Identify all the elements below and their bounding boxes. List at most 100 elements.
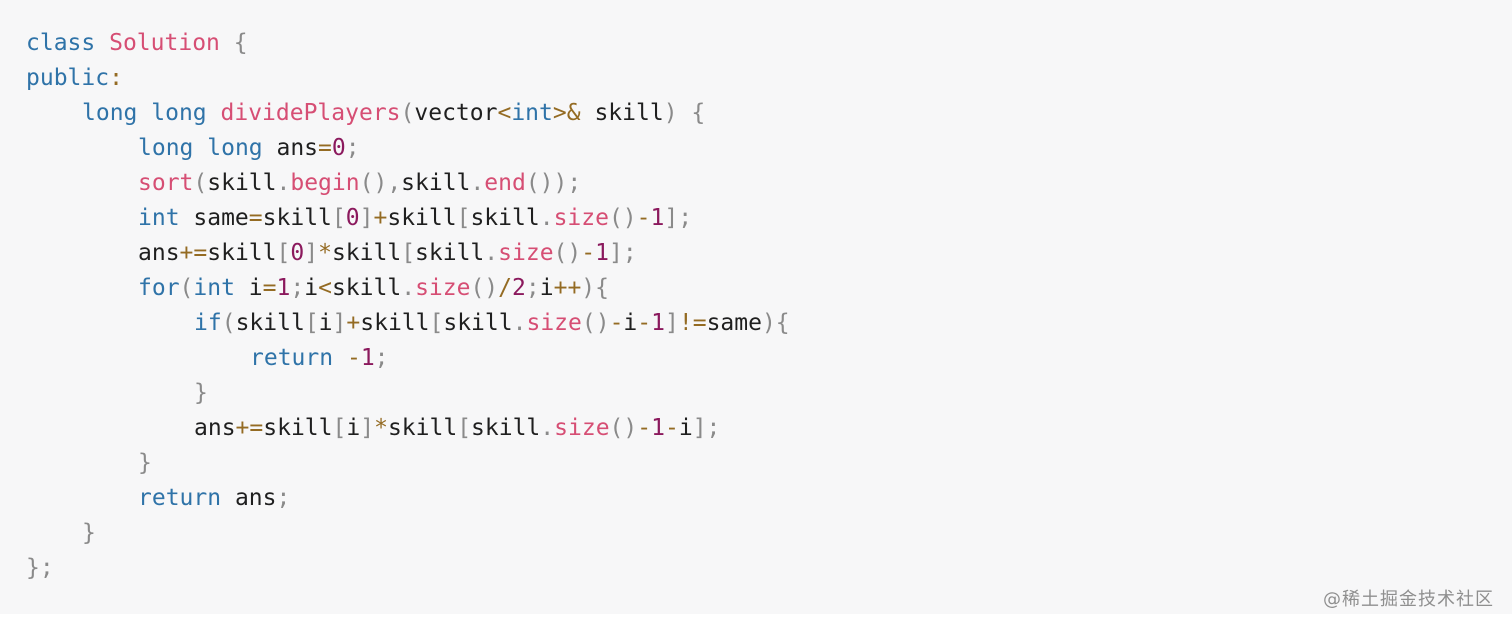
code-token: [193, 135, 207, 161]
code-token: -: [346, 345, 361, 371]
code-token: =: [262, 275, 277, 301]
code-token: 2: [512, 275, 526, 301]
code-token: long: [138, 135, 194, 161]
code-token: ++: [553, 275, 582, 301]
code-line: ans+=skill[i]*skill[skill.size()-1-i];: [26, 411, 790, 446]
code-token: int: [511, 100, 553, 126]
code-token: ]: [664, 205, 679, 231]
code-token: (: [221, 310, 236, 336]
code-token: i: [346, 415, 361, 441]
code-token: skill: [443, 310, 513, 336]
code-token: [678, 100, 692, 126]
watermark: @稀土掘金技术社区: [1323, 589, 1494, 610]
code-token: -: [636, 205, 651, 231]
code-token: begin: [290, 170, 360, 196]
code-token: 0: [290, 240, 305, 266]
code-token: ){: [761, 310, 790, 336]
code-line: }: [26, 376, 790, 411]
code-token: 1: [651, 310, 665, 336]
code-token: i: [623, 310, 638, 336]
code-line: return -1;: [26, 341, 790, 376]
code-token: (): [470, 275, 499, 301]
code-token: size: [554, 415, 610, 441]
code-token: ()): [525, 170, 568, 196]
code-token: =: [248, 205, 263, 231]
code-token: [: [331, 205, 346, 231]
code-token: ]: [359, 205, 374, 231]
code-token: skill: [263, 415, 333, 441]
code-token: (): [609, 415, 638, 441]
code-token: i: [318, 310, 333, 336]
code-token: -: [637, 415, 652, 441]
code-line: for(int i=1;i<skill.size()/2;i++){: [26, 271, 790, 306]
code-token: ;: [374, 345, 389, 371]
code-token: [333, 345, 347, 371]
code-token: <: [318, 275, 332, 301]
code-token: +=: [179, 240, 208, 266]
code-token: return: [138, 485, 222, 511]
code-token: 0: [345, 205, 360, 231]
code-line: }: [26, 446, 790, 481]
code-token: ]: [665, 310, 679, 336]
code-token: 1: [360, 345, 375, 371]
code-token: skill: [360, 310, 430, 336]
code-token: 1: [276, 275, 291, 301]
code-token: {: [233, 30, 248, 56]
code-token: };: [26, 555, 54, 581]
code-token: if: [194, 310, 222, 336]
code-token: skill: [207, 240, 277, 266]
code-token: sort: [138, 170, 194, 196]
code-line: return ans;: [26, 481, 790, 516]
code-token: <: [497, 100, 512, 126]
code-content[interactable]: class Solution {public:long long divideP…: [26, 26, 790, 586]
code-token: -: [637, 310, 652, 336]
code-token: /: [498, 275, 513, 301]
code-token: ]: [332, 310, 347, 336]
code-token: [220, 30, 234, 56]
code-token: +: [373, 205, 388, 231]
code-token: ]: [360, 415, 375, 441]
code-token: }: [82, 520, 96, 546]
code-token: 1: [595, 240, 609, 266]
code-token: !=: [678, 310, 707, 336]
code-token: *: [374, 415, 388, 441]
code-token: (: [193, 170, 208, 196]
code-line: };: [26, 551, 790, 586]
code-line: long long dividePlayers(vector<int>& ski…: [26, 96, 790, 131]
code-token: size: [415, 275, 471, 301]
code-token: size: [498, 240, 554, 266]
code-token: class: [26, 30, 96, 56]
code-token: 1: [650, 205, 665, 231]
code-token: ]: [304, 240, 319, 266]
code-token: size: [553, 205, 609, 231]
code-token: long: [82, 100, 138, 126]
code-token: 0: [331, 135, 346, 161]
code-token: i: [539, 275, 554, 301]
code-token: .: [401, 275, 416, 301]
code-token: ans: [138, 240, 180, 266]
code-token: [: [332, 415, 347, 441]
code-token: ;: [567, 170, 582, 196]
code-token: [137, 100, 151, 126]
code-line: class Solution {: [26, 26, 790, 61]
code-token: i: [678, 415, 693, 441]
code-token: :: [109, 65, 123, 91]
code-token: [: [304, 310, 319, 336]
code-line: int same=skill[0]+skill[skill.size()-1];: [26, 201, 790, 236]
code-token: ans: [221, 485, 277, 511]
code-token: same: [179, 205, 249, 231]
code-token: for: [138, 275, 180, 301]
code-token: }: [138, 450, 152, 476]
code-block[interactable]: class Solution {public:long long divideP…: [0, 0, 1512, 614]
code-token: .: [484, 240, 499, 266]
code-token: skill: [401, 170, 471, 196]
code-token: size: [526, 310, 582, 336]
code-token: -: [664, 415, 679, 441]
code-token: return: [250, 345, 334, 371]
code-token: [95, 30, 109, 56]
code-token: Solution: [109, 30, 220, 56]
code-token: ;: [706, 415, 721, 441]
code-token: [: [401, 240, 416, 266]
code-token: (): [553, 240, 582, 266]
